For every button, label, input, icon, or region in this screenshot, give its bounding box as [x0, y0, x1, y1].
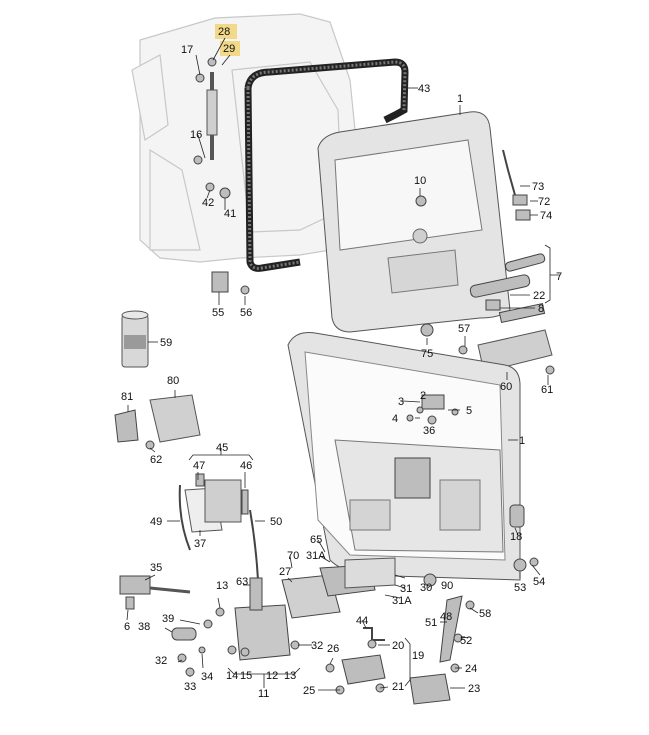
label-56: 56 — [240, 307, 252, 319]
label-22: 22 — [533, 290, 545, 302]
label-53: 53 — [514, 582, 526, 594]
label-1-inner: 1 — [519, 435, 525, 447]
lock-mechanism — [215, 577, 300, 661]
label-3: 3 — [398, 396, 404, 408]
label-25: 25 — [303, 685, 315, 697]
lock-module-80 — [114, 394, 201, 450]
label-23: 23 — [468, 683, 480, 695]
label-12: 12 — [266, 670, 278, 682]
label-49: 49 — [150, 516, 162, 528]
label-54: 54 — [533, 576, 545, 588]
label-21: 21 — [392, 681, 404, 693]
label-61: 61 — [541, 384, 553, 396]
label-26: 26 — [327, 643, 339, 655]
tailgate-inner-frame — [287, 332, 525, 581]
label-38: 38 — [138, 621, 150, 633]
label-60-right: 60 — [500, 381, 512, 393]
label-7: 7 — [556, 271, 562, 283]
label-36: 36 — [423, 425, 435, 437]
label-43: 43 — [418, 83, 430, 95]
label-42: 42 — [202, 197, 214, 209]
label-33: 33 — [184, 681, 196, 693]
label-41: 41 — [224, 208, 236, 220]
label-8: 8 — [538, 303, 544, 315]
lower-right-parts — [325, 557, 539, 705]
label-13-lower: 13 — [284, 670, 296, 682]
label-27: 27 — [279, 566, 291, 578]
label-13-upper: 13 — [216, 580, 228, 592]
label-59: 59 — [160, 337, 172, 349]
label-32-left: 32 — [155, 655, 167, 667]
gas-strut — [193, 57, 231, 199]
label-65: 65 — [310, 534, 322, 546]
label-31A-lower: 31A — [392, 595, 412, 607]
label-11: 11 — [258, 688, 269, 700]
label-57: 57 — [458, 323, 470, 335]
label-28: 28 — [218, 26, 230, 38]
label-50: 50 — [270, 516, 282, 528]
label-70: 70 — [287, 550, 299, 562]
label-14: 14 — [226, 670, 238, 682]
label-16: 16 — [190, 129, 202, 141]
label-32-right: 32 — [311, 640, 323, 652]
spray-can — [121, 310, 149, 368]
tailgate-outer-panel — [317, 111, 546, 333]
label-48: 48 — [440, 611, 452, 623]
highlight-28 — [215, 24, 237, 39]
label-72: 72 — [538, 196, 550, 208]
label-74: 74 — [540, 210, 552, 222]
label-75: 75 — [421, 348, 433, 360]
leader-lines — [126, 37, 560, 691]
label-18: 18 — [510, 531, 522, 543]
label-39: 39 — [162, 613, 174, 625]
label-20: 20 — [392, 640, 404, 652]
label-2: 2 — [420, 390, 426, 402]
striker — [211, 271, 250, 295]
label-1-top: 1 — [457, 93, 463, 105]
label-80: 80 — [167, 375, 179, 387]
lock-bracket-assembly — [178, 473, 259, 581]
label-31: 31 — [400, 583, 412, 595]
handle-27 — [281, 557, 437, 619]
label-55: 55 — [212, 307, 224, 319]
label-51: 51 — [425, 617, 437, 629]
label-17: 17 — [181, 44, 193, 56]
label-73: 73 — [532, 181, 544, 193]
label-34: 34 — [201, 671, 213, 683]
label-58: 58 — [479, 608, 491, 620]
label-31A-upper: 31A — [306, 550, 326, 562]
lower-left-parts — [171, 619, 213, 677]
label-10: 10 — [414, 175, 426, 187]
label-47: 47 — [193, 460, 205, 472]
label-15: 15 — [240, 670, 252, 682]
label-63: 63 — [236, 576, 248, 588]
label-62: 62 — [150, 454, 162, 466]
label-52: 52 — [460, 635, 472, 647]
part-labels: 1 1 2 3 4 5 6 7 8 11 12 13 13 14 15 16 1… — [121, 26, 562, 700]
label-29: 29 — [223, 43, 235, 55]
label-4: 4 — [392, 413, 398, 425]
label-30: 30 — [420, 582, 432, 594]
label-45: 45 — [216, 442, 228, 454]
highlight-29 — [220, 41, 240, 56]
label-44: 44 — [356, 615, 368, 627]
label-46: 46 — [240, 460, 252, 472]
label-81: 81 — [121, 391, 133, 403]
label-35: 35 — [150, 562, 162, 574]
label-90: 90 — [441, 580, 453, 592]
label-19: 19 — [412, 650, 424, 662]
label-5: 5 — [466, 405, 472, 417]
hinge-assembly — [406, 394, 459, 425]
label-37: 37 — [194, 538, 206, 550]
handle-35 — [119, 575, 191, 610]
label-6: 6 — [124, 621, 130, 633]
label-24: 24 — [465, 663, 477, 675]
